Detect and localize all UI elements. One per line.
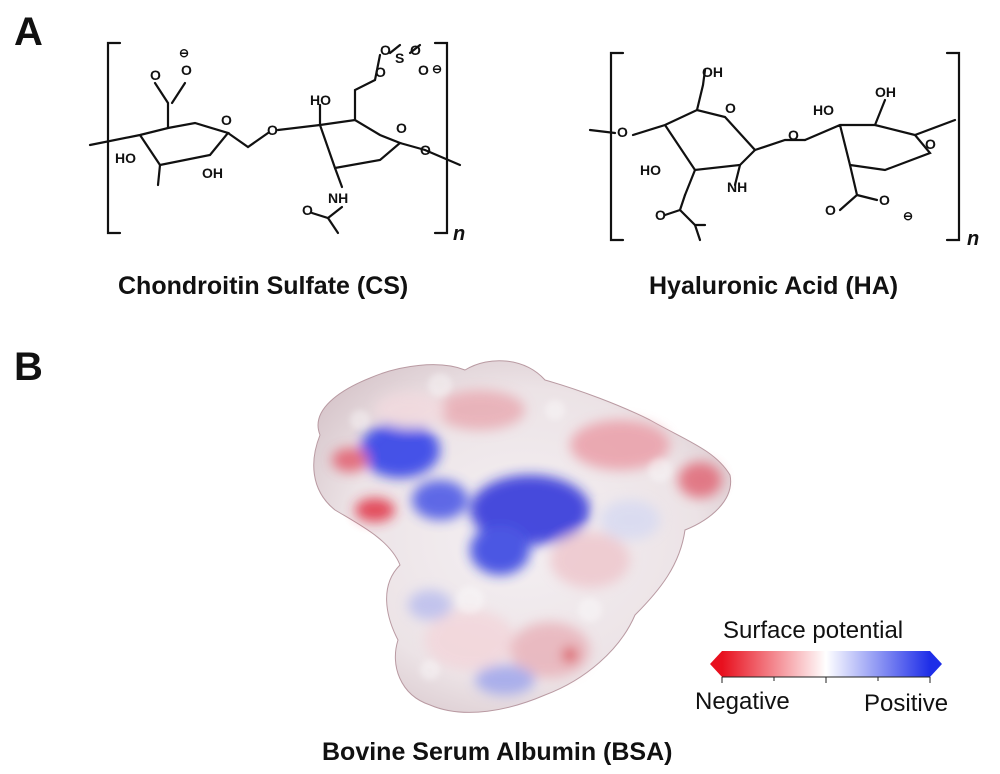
ha-ring-o2: O xyxy=(925,136,936,152)
ha-carboxylate-minus: ⊖ xyxy=(903,209,913,223)
colorbar-title: Surface potential xyxy=(723,617,904,644)
ha-oh-top: OH xyxy=(702,64,723,80)
panel-label-a: A xyxy=(14,10,43,54)
ha-repeat-n: n xyxy=(967,228,979,250)
ha-carbonyl-o: O xyxy=(825,202,836,218)
cs-ring-o2: O xyxy=(396,120,407,136)
cs-ho-right: HO xyxy=(310,92,331,108)
ha-link-o: O xyxy=(788,127,799,143)
cs-link-o: O xyxy=(267,122,278,138)
bsa-caption: Bovine Serum Albumin (BSA) xyxy=(322,738,673,766)
surface-potential-colorbar xyxy=(710,651,942,683)
ha-carboxylate-o: O xyxy=(879,192,890,208)
cs-nh: NH xyxy=(328,190,348,206)
ha-acetyl-o: O xyxy=(655,207,666,223)
cs-carboxylate-o: O xyxy=(181,62,192,78)
cs-sulfate-o4: O xyxy=(418,62,429,78)
cs-carbonyl-o: O xyxy=(150,67,161,83)
ha-ring-o1: O xyxy=(725,100,736,116)
cs-ring-o1: O xyxy=(221,112,232,128)
ha-ho-left: HO xyxy=(640,162,661,178)
bsa-surface-image xyxy=(313,360,732,713)
cs-oh-bottom: OH xyxy=(202,165,223,181)
hyaluronic-acid-caption: Hyaluronic Acid (HA) xyxy=(649,272,899,300)
colorbar-negative-label: Negative xyxy=(695,688,790,715)
chondroitin-sulfate-structure: HO OH HO NH O O O O O O ⊖ O S O O O ⊖ O … xyxy=(88,41,465,245)
cs-end-o: O xyxy=(420,142,431,158)
chondroitin-sulfate-caption: Chondroitin Sulfate (CS) xyxy=(118,272,409,300)
ha-ho-right: HO xyxy=(813,102,834,118)
cs-repeat-n: n xyxy=(453,223,465,245)
cs-sulfate-minus: ⊖ xyxy=(432,62,442,76)
hyaluronic-acid-structure: OH HO NH HO OH O O O O O O O ⊖ n xyxy=(588,51,979,250)
ha-nh: NH xyxy=(727,179,747,195)
panel-label-b: B xyxy=(14,345,43,389)
cs-ho-left: HO xyxy=(115,150,136,166)
cs-carboxylate-minus: ⊖ xyxy=(179,46,189,60)
cs-acetyl-o: O xyxy=(302,202,313,218)
colorbar-positive-label: Positive xyxy=(864,690,949,717)
cs-sulfate-o2: O xyxy=(380,42,391,58)
cs-sulfate-o1: O xyxy=(375,64,386,80)
ha-o-start: O xyxy=(617,124,628,140)
cs-sulfate-o3: O xyxy=(410,42,421,58)
cs-sulfate-s: S xyxy=(395,50,404,66)
ha-oh-right: OH xyxy=(875,84,896,100)
